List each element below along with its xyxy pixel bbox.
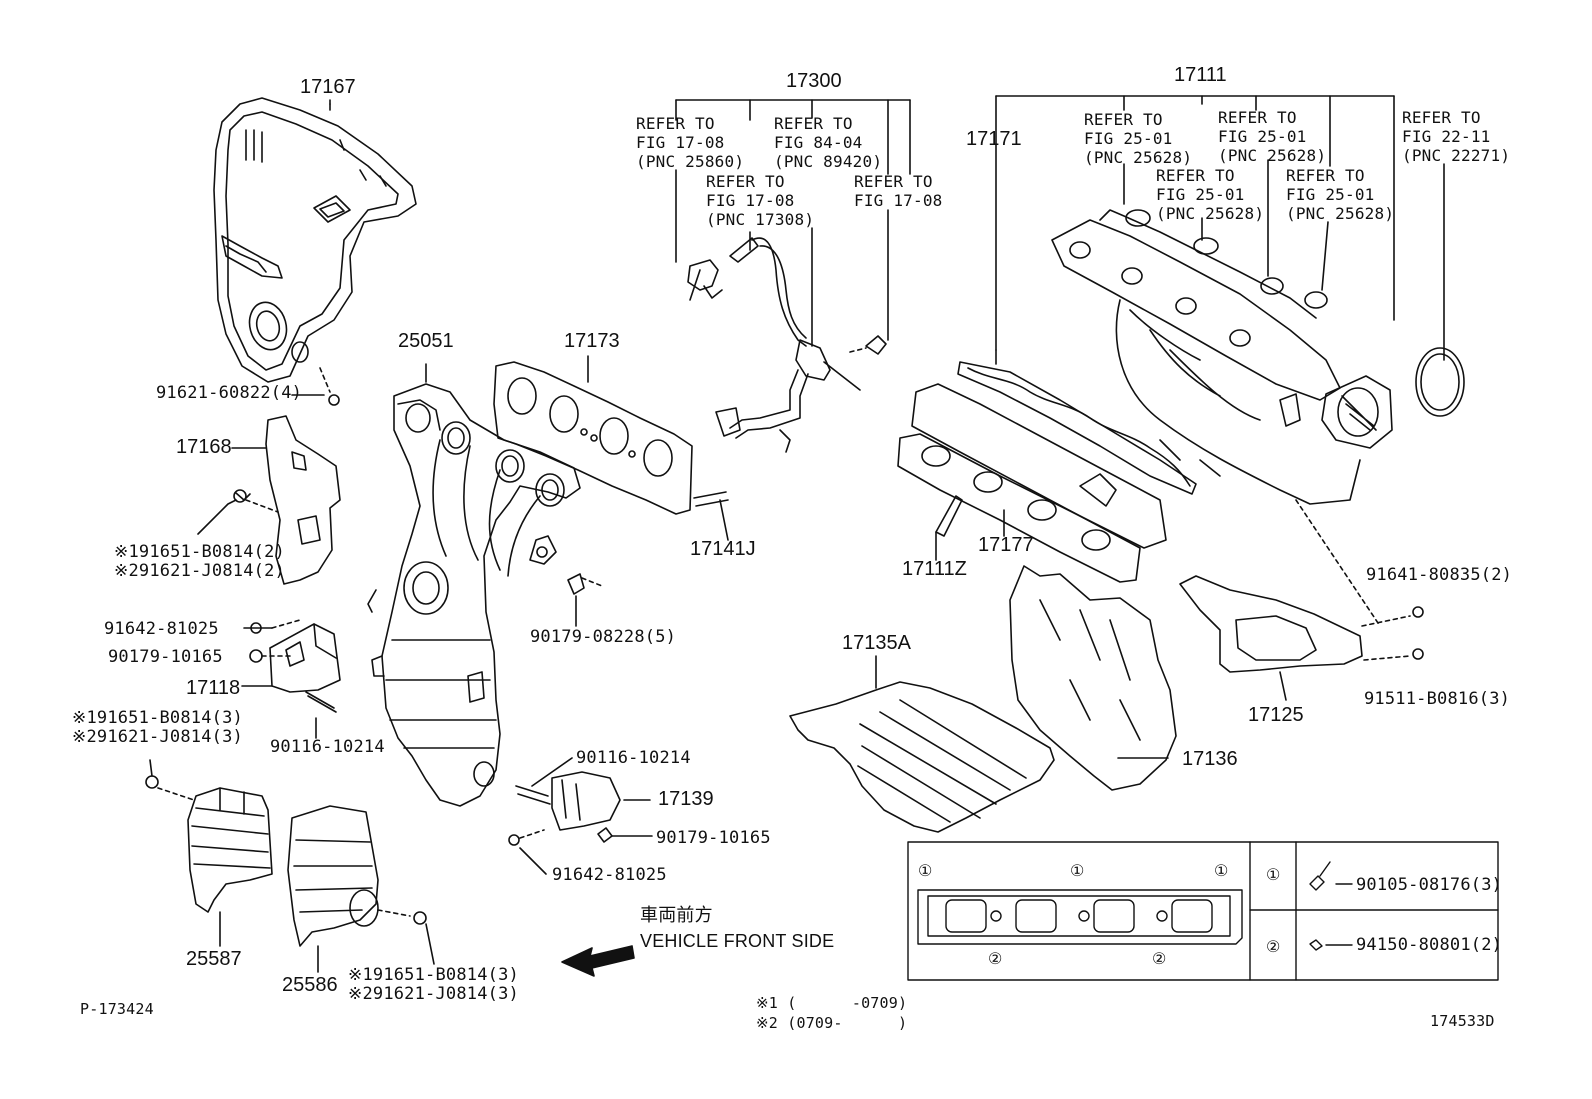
vehicle-front-label-en: VEHICLE FRONT SIDE [640, 931, 835, 951]
callout-17111: 17111 [1174, 64, 1227, 86]
part-291621-j0814-c: ※291621-J0814(3) [348, 984, 519, 1004]
refer-fig-17-08-pnc-17308: REFER TO FIG 17-08 (PNC 17308) [706, 172, 815, 229]
bracket-17139 [508, 757, 653, 875]
part-191651-b0814-a: ※191651-B0814(2) [114, 542, 285, 562]
part-90179-08228: 90179-08228(5) [530, 627, 677, 647]
part-91621-60822: 91621-60822(4) [156, 383, 303, 403]
part-91511-b0816: 91511-B0816(3) [1364, 689, 1511, 709]
part-90179-10165-a: 90179-10165 [108, 647, 223, 667]
key-part-90105-08176: 90105-08176(3) [1356, 875, 1503, 895]
gasket-marker-1-center: ① [1070, 861, 1085, 880]
refer-fig-25-01-c: REFER TO FIG 25-01 (PNC 25628) [1156, 166, 1265, 223]
refer-fig-17-08: REFER TO FIG 17-08 [854, 172, 943, 210]
gasket-marker-1-right: ① [1214, 861, 1229, 880]
callout-17171: 17171 [966, 128, 1022, 150]
part-291621-j0814-b: ※291621-J0814(3) [72, 727, 243, 747]
exhaust-manifold-25051 [367, 383, 581, 807]
part-91641-80835: 91641-80835(2) [1366, 565, 1513, 585]
callout-25586: 25586 [282, 974, 338, 996]
part-90116-10214-a: 90116-10214 [270, 737, 385, 757]
heat-insulator-25587 [145, 759, 273, 947]
insulator-17136 [1009, 565, 1177, 791]
gasket-marker-1-left: ① [918, 861, 933, 880]
refer-fig-22-11: REFER TO FIG 22-11 (PNC 22271) [1402, 108, 1511, 165]
heat-insulator-25586 [287, 805, 435, 973]
refer-fig-25-01-a: REFER TO FIG 25-01 (PNC 25628) [1084, 110, 1193, 167]
callout-17125: 17125 [1248, 704, 1304, 726]
bracket-17118 [241, 619, 341, 739]
callout-17177: 17177 [978, 534, 1034, 556]
part-91642-81025-a: 91642-81025 [104, 619, 219, 639]
insulator-17125 [1179, 499, 1424, 701]
gasket-17173 [493, 361, 693, 515]
refer-fig-25-01-b: REFER TO FIG 25-01 (PNC 25628) [1218, 108, 1327, 165]
callout-25587: 25587 [186, 948, 242, 970]
heat-insulator-17167 [213, 97, 417, 383]
footnote-2: ※2 (0709- ) [756, 1014, 908, 1032]
callout-17168: 17168 [176, 436, 232, 458]
gasket-marker-2-left: ② [988, 949, 1003, 968]
gasket-marker-2-right: ② [1152, 949, 1167, 968]
callout-17300: 17300 [786, 70, 842, 92]
callout-17167: 17167 [300, 76, 356, 98]
diagram-code-right: 174533D [1430, 1012, 1495, 1030]
gasket-17177 [897, 383, 1167, 583]
hose-assembly-17300 [675, 99, 911, 453]
stud-17141j-drawing [693, 491, 729, 541]
intake-manifold-17111 [995, 95, 1465, 505]
refer-fig-25-01-d: REFER TO FIG 25-01 (PNC 25628) [1286, 166, 1395, 223]
callout-17141j: 17141J [690, 538, 756, 560]
part-90179-10165-b: 90179-10165 [656, 828, 771, 848]
callout-25051: 25051 [398, 330, 454, 352]
part-91642-81025-b: 91642-81025 [552, 865, 667, 885]
diagram-code-left: P-173424 [80, 1000, 154, 1018]
callout-17173: 17173 [564, 330, 620, 352]
gasket-17171 [957, 361, 1197, 495]
callout-17135a: 17135A [842, 632, 911, 654]
vehicle-front-arrow-icon [561, 945, 635, 977]
part-90116-10214-b: 90116-10214 [576, 748, 691, 768]
callout-17139: 17139 [658, 788, 714, 810]
key-marker-2: ② [1266, 937, 1281, 956]
key-part-94150-80801: 94150-80801(2) [1356, 935, 1503, 955]
key-marker-1: ① [1266, 865, 1281, 884]
vehicle-front-label-jp: 車両前方 [640, 905, 713, 925]
part-191651-b0814-c: ※191651-B0814(3) [348, 965, 519, 985]
callout-17118: 17118 [186, 677, 241, 699]
nut-90179-08228-drawing [567, 573, 603, 627]
footnote-1: ※1 ( -0709) [756, 994, 908, 1012]
bracket-17168 [197, 415, 341, 585]
callout-17111z: 17111Z [902, 558, 967, 580]
refer-fig-17-08-pnc-25860: REFER TO FIG 17-08 (PNC 25860) [636, 114, 745, 171]
part-291621-j0814-a: ※291621-J0814(2) [114, 561, 285, 581]
key-table-frame [907, 841, 1499, 981]
callout-17136: 17136 [1182, 748, 1238, 770]
bolt-91621-60822-drawing [291, 367, 340, 406]
refer-fig-84-04-pnc-89420: REFER TO FIG 84-04 (PNC 89420) [774, 114, 883, 171]
part-191651-b0814-b: ※191651-B0814(3) [72, 708, 243, 728]
insulator-17135a [789, 681, 1055, 833]
stud-17111z-drawing [935, 495, 963, 561]
